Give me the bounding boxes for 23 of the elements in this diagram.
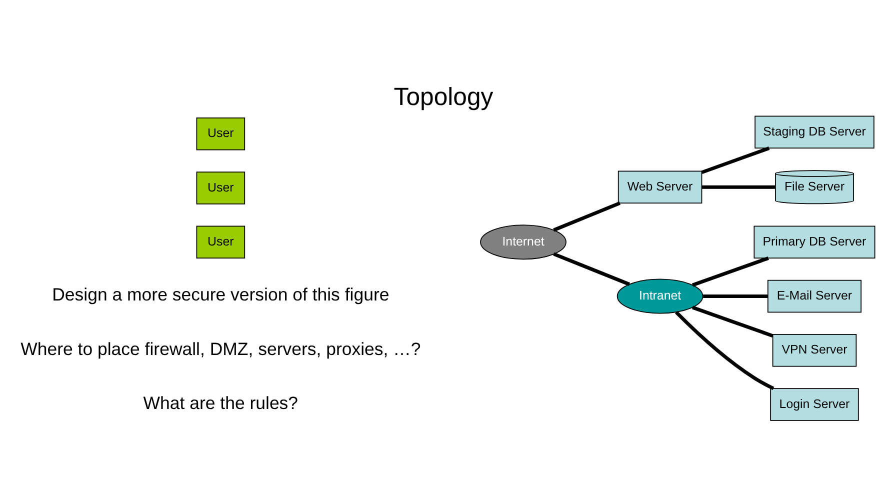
node-ellipse: Intranet — [616, 278, 704, 314]
connector — [701, 146, 770, 174]
node-box: VPN Server — [772, 333, 857, 366]
node-box: User — [196, 225, 246, 258]
connector — [553, 252, 630, 286]
label: Where to place firewall, DMZ, servers, proxies, …? — [20, 338, 421, 358]
label: Design a more secure version of this figure — [52, 284, 390, 304]
connector — [675, 310, 774, 390]
node-box: E-Mail Server — [767, 279, 862, 312]
diagram-title: Topology — [394, 83, 494, 110]
connector — [702, 184, 776, 188]
connector — [692, 256, 769, 286]
node-box: Web Server — [618, 170, 702, 204]
connector — [553, 201, 621, 232]
node-box: Staging DB Server — [754, 115, 874, 148]
node-ellipse: Internet — [480, 224, 566, 260]
node-box: Login Server — [770, 388, 859, 420]
label: What are the rules? — [143, 392, 298, 412]
node-box: Primary DB Server — [754, 225, 876, 258]
connector — [692, 305, 774, 338]
node-box: User — [196, 116, 246, 150]
connector — [703, 294, 768, 298]
node-box: User — [196, 171, 246, 204]
